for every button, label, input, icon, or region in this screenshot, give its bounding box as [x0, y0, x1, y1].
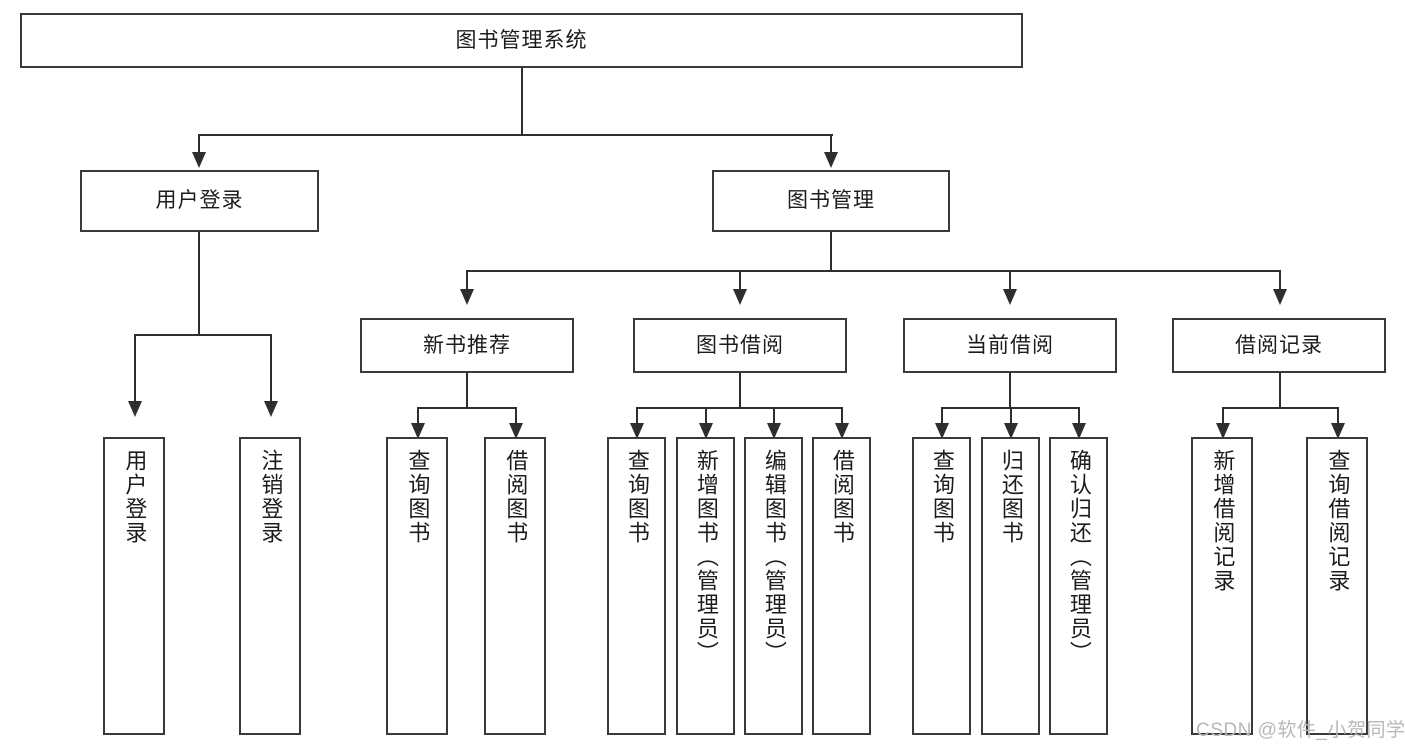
connector-drop-query-book-2	[636, 407, 638, 427]
connector-drop-borrow-book-1	[515, 407, 517, 427]
leaf-label: 查询图书	[405, 449, 431, 545]
arrowhead-borrow-book-1	[509, 423, 523, 439]
leaf-confirm-return[interactable]: 确认归还（管理员）	[1049, 437, 1108, 735]
node-user-login[interactable]: 用户登录	[80, 170, 319, 232]
arrowhead-current-borrow	[1003, 289, 1017, 305]
arrowhead-borrow-book-2	[835, 423, 849, 439]
arrowhead-new-book-recommend	[460, 289, 474, 305]
leaf-user-login[interactable]: 用户登录	[103, 437, 165, 735]
node-book-management[interactable]: 图书管理	[712, 170, 950, 232]
leaf-label: 归还图书	[998, 449, 1024, 545]
node-label: 图书管理	[787, 189, 875, 213]
connector-drop-confirm-return	[1078, 407, 1080, 427]
connector-drop-borrow-record	[1279, 270, 1281, 292]
connector-drop-query-book-1	[417, 407, 419, 427]
leaf-user-logout[interactable]: 注销登录	[239, 437, 301, 735]
connector-drop-return-book	[1010, 407, 1012, 427]
connector-user-login-stem	[198, 232, 200, 336]
connector-drop-user-login	[198, 134, 200, 156]
leaf-borrow-book-recommend[interactable]: 借阅图书	[484, 437, 546, 735]
connector-new-book-recommend-stem	[466, 373, 468, 409]
arrowhead-book-manage	[824, 152, 838, 168]
node-label: 图书管理系统	[455, 28, 588, 52]
leaf-query-book-borrow[interactable]: 查询图书	[607, 437, 666, 735]
leaf-add-borrow-record[interactable]: 新增借阅记录	[1191, 437, 1253, 735]
watermark-text: CSDN @软件_小贺同学	[1196, 720, 1405, 741]
leaf-label: 借阅图书	[503, 449, 529, 545]
leaf-label: 借阅图书	[829, 449, 855, 545]
connector-drop-edit-book	[773, 407, 775, 427]
arrowhead-query-book-1	[411, 423, 425, 439]
leaf-edit-book[interactable]: 编辑图书（管理员）	[744, 437, 803, 735]
node-label: 图书借阅	[696, 333, 784, 357]
leaf-label: 新增图书（管理员）	[693, 449, 719, 665]
arrowhead-confirm-return	[1072, 423, 1086, 439]
leaf-label: 查询图书	[929, 449, 955, 545]
connector-drop-book-borrow	[739, 270, 741, 292]
node-root-book-management-system[interactable]: 图书管理系统	[20, 13, 1023, 68]
leaf-label: 新增借阅记录	[1210, 449, 1236, 593]
connector-book-borrow-bus	[637, 407, 842, 409]
arrowhead-book-borrow	[733, 289, 747, 305]
leaf-label: 查询借阅记录	[1325, 449, 1351, 593]
arrowhead-return-book	[1004, 423, 1018, 439]
connector-drop-borrow-book-2	[841, 407, 843, 427]
node-borrow-record[interactable]: 借阅记录	[1172, 318, 1386, 373]
connector-drop-add-book	[705, 407, 707, 427]
connector-book-manage-stem	[830, 232, 832, 272]
connector-book-borrow-stem	[739, 373, 741, 409]
node-label: 用户登录	[155, 189, 244, 213]
leaf-query-borrow-record[interactable]: 查询借阅记录	[1306, 437, 1368, 735]
connector-current-borrow-stem	[1009, 373, 1011, 409]
leaf-label: 查询图书	[624, 449, 650, 545]
leaf-add-book[interactable]: 新增图书（管理员）	[676, 437, 735, 735]
connector-drop-leaf-user-logout	[270, 334, 272, 404]
arrowhead-edit-book	[767, 423, 781, 439]
connector-borrow-record-bus	[1223, 407, 1338, 409]
connector-level2-bus	[199, 134, 833, 136]
arrowhead-add-record	[1216, 423, 1230, 439]
node-label: 当前借阅	[966, 333, 1054, 357]
connector-drop-current-borrow	[1009, 270, 1011, 292]
leaf-return-book[interactable]: 归还图书	[981, 437, 1040, 735]
connector-borrow-record-stem	[1279, 373, 1281, 409]
leaf-label: 确认归还（管理员）	[1066, 449, 1092, 665]
connector-drop-book-manage	[830, 134, 832, 156]
arrowhead-user-login	[192, 152, 206, 168]
connector-drop-query-book-3	[941, 407, 943, 427]
node-new-book-recommend[interactable]: 新书推荐	[360, 318, 574, 373]
arrowhead-leaf-user-logout	[264, 401, 278, 417]
arrowhead-add-book	[699, 423, 713, 439]
leaf-query-book-current[interactable]: 查询图书	[912, 437, 971, 735]
arrowhead-leaf-user-login	[128, 401, 142, 417]
leaf-query-book-recommend[interactable]: 查询图书	[386, 437, 448, 735]
connector-new-book-recommend-bus	[418, 407, 516, 409]
node-current-borrow[interactable]: 当前借阅	[903, 318, 1117, 373]
connector-drop-query-record	[1337, 407, 1339, 427]
arrowhead-query-record	[1331, 423, 1345, 439]
arrowhead-query-book-2	[630, 423, 644, 439]
arrowhead-query-book-3	[935, 423, 949, 439]
connector-root-stem	[521, 68, 523, 136]
node-book-borrow[interactable]: 图书借阅	[633, 318, 847, 373]
connector-user-login-bus	[135, 334, 271, 336]
arrowhead-borrow-record	[1273, 289, 1287, 305]
node-label: 新书推荐	[423, 333, 511, 357]
leaf-label: 注销登录	[258, 449, 284, 545]
leaf-label: 用户登录	[122, 449, 148, 545]
connector-level3-bus	[467, 270, 1281, 272]
leaf-label: 编辑图书（管理员）	[761, 449, 787, 665]
connector-drop-new-book-recommend	[466, 270, 468, 292]
connector-drop-leaf-user-login	[134, 334, 136, 404]
node-label: 借阅记录	[1235, 333, 1323, 357]
connector-drop-add-record	[1222, 407, 1224, 427]
leaf-borrow-book[interactable]: 借阅图书	[812, 437, 871, 735]
